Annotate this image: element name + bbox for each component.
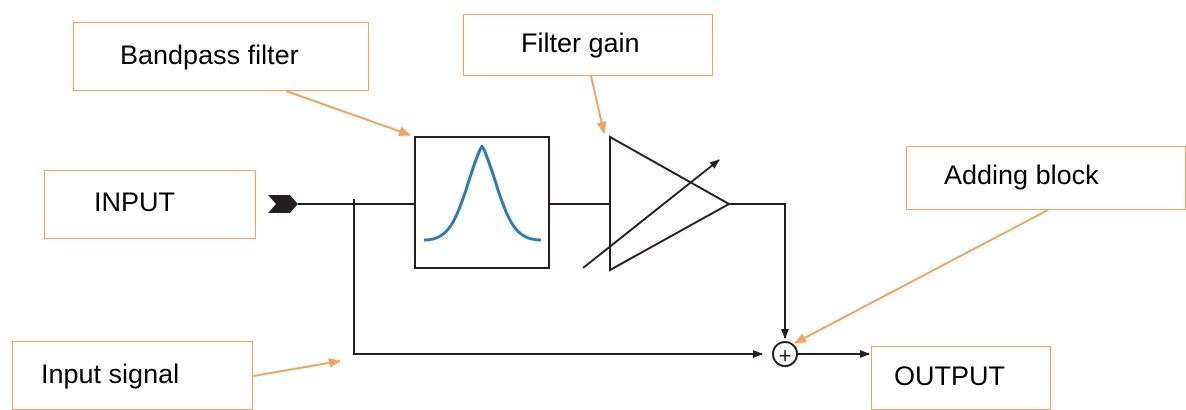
gain-triangle-icon	[609, 135, 732, 272]
input-label: INPUT	[44, 170, 256, 239]
adding-callout-arrow	[794, 209, 1049, 344]
bandpass-filter-block	[414, 136, 550, 269]
summing-symbol: +	[779, 343, 792, 368]
bandpass-filter-label: Bandpass filter	[73, 22, 369, 91]
adding-block-label: Adding block	[906, 146, 1186, 210]
bandpass-callout-arrow	[285, 90, 411, 137]
output-label: OUTPUT	[871, 346, 1051, 410]
bypass-line	[353, 199, 763, 358]
input-signal-label: Input signal	[12, 341, 253, 410]
gain-to-adder-line	[729, 203, 789, 339]
filter-gain-label: Filter gain	[463, 14, 713, 76]
gain-callout-arrow	[590, 75, 607, 134]
bell-curve-icon	[423, 144, 542, 242]
variable-gain-arrow	[582, 159, 720, 269]
input-connector-icon	[268, 195, 298, 213]
input-signal-callout-arrow	[252, 357, 341, 377]
